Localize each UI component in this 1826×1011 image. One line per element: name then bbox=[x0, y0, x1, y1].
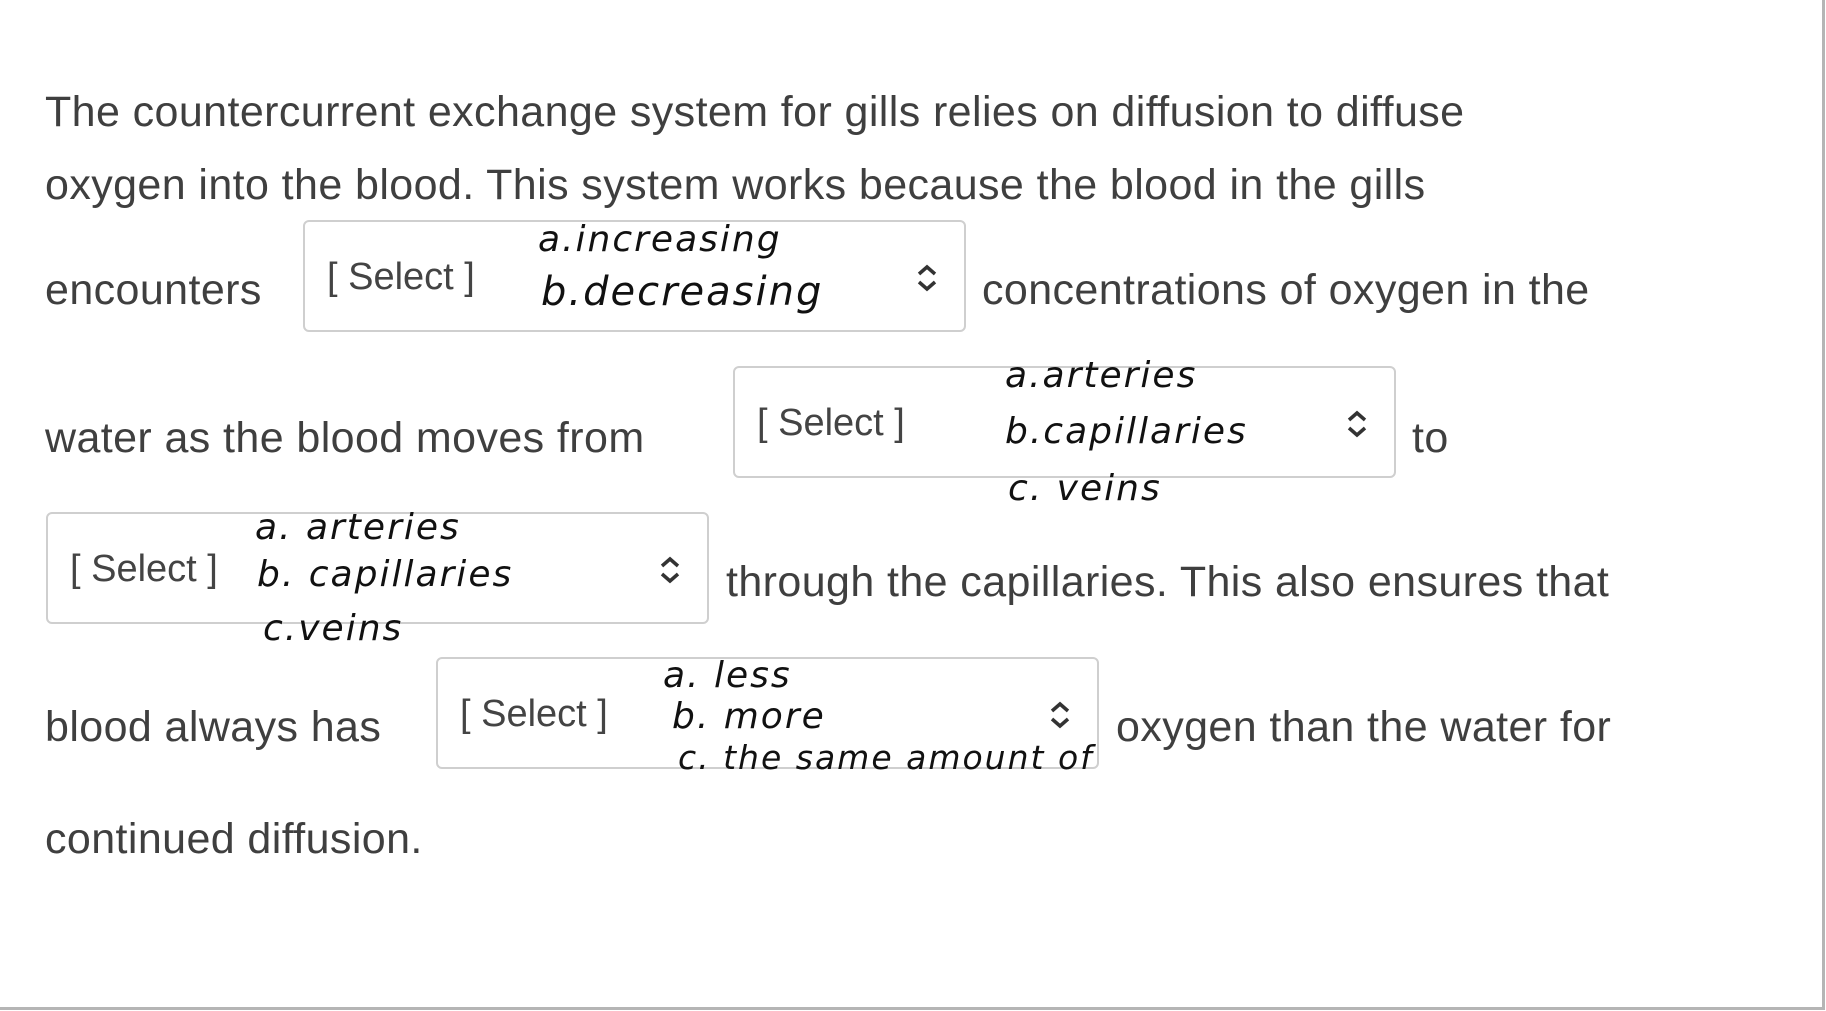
question-text-line: continued diffusion. bbox=[45, 815, 423, 863]
question-text-line: to bbox=[1412, 414, 1449, 462]
chevron-up-down-icon bbox=[1347, 410, 1367, 438]
question-text-line: blood always has bbox=[45, 703, 382, 751]
question-text-line: The countercurrent exchange system for g… bbox=[45, 88, 1465, 136]
question-text-line: encounters bbox=[45, 266, 262, 314]
question-text-line: water as the blood moves from bbox=[45, 414, 645, 462]
handwritten-note: b.decreasing bbox=[541, 269, 824, 315]
question-text-line: oxygen into the blood. This system works… bbox=[45, 161, 1426, 209]
dropdown-value: [ Select ] bbox=[757, 402, 905, 444]
handwritten-note: c. the same amount of bbox=[678, 738, 1094, 777]
chevron-up-down-icon bbox=[917, 264, 937, 292]
dropdown-vessel-to[interactable]: [ Select ] bbox=[46, 512, 709, 624]
chevron-up-down-icon bbox=[1050, 701, 1070, 729]
handwritten-note: b.capillaries bbox=[1005, 411, 1248, 452]
handwritten-note: a.increasing bbox=[538, 219, 782, 260]
dropdown-vessel-from[interactable]: [ Select ] bbox=[733, 366, 1396, 478]
dropdown-value: [ Select ] bbox=[460, 693, 608, 735]
dropdown-value: [ Select ] bbox=[327, 256, 475, 298]
handwritten-note: c.veins bbox=[263, 608, 404, 649]
question-text-line: oxygen than the water for bbox=[1116, 703, 1612, 751]
dropdown-concentration[interactable]: [ Select ] bbox=[303, 220, 966, 332]
question-text-line: through the capillaries. This also ensur… bbox=[726, 558, 1610, 606]
handwritten-note: c. veins bbox=[1008, 468, 1162, 509]
dropdown-value: [ Select ] bbox=[70, 548, 218, 590]
handwritten-note: b. more bbox=[672, 696, 826, 737]
handwritten-note: a.arteries bbox=[1005, 355, 1198, 396]
question-text-line: concentrations of oxygen in the bbox=[982, 266, 1590, 314]
handwritten-note: a. arteries bbox=[255, 507, 461, 548]
dropdown-oxygen-amount[interactable]: [ Select ] bbox=[436, 657, 1099, 769]
chevron-up-down-icon bbox=[660, 556, 680, 584]
handwritten-note: a. less bbox=[663, 655, 792, 696]
handwritten-note: b. capillaries bbox=[257, 554, 514, 595]
